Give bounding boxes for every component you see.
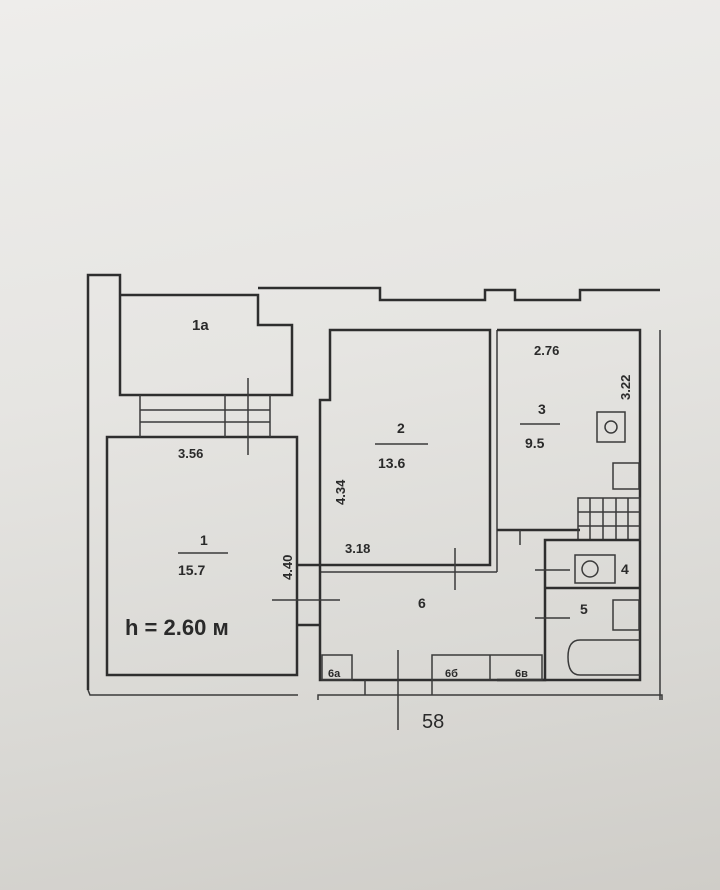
room-3-number: 3 [538,401,546,417]
room-2-width: 3.18 [345,541,370,556]
room-1-length: 4.40 [280,555,295,580]
kitchen-tiles [577,497,641,541]
room-1a-label: 1а [192,317,209,334]
room-6b-label: 6б [445,668,458,680]
room-6-label: 6 [418,595,426,611]
building-number: 58 [422,711,444,733]
room-1-width: 3.56 [178,446,203,461]
room-4-label: 4 [621,561,629,577]
room-1-number: 1 [200,532,208,548]
walls [86,273,663,730]
ceiling-height: h = 2.60 м [125,615,229,640]
room-6a-label: 6а [328,668,341,680]
room-labels: 1а 3.56 1 15.7 4.40 h = 2.60 м 2 13.6 4.… [125,317,633,733]
room-5-label: 5 [580,601,588,617]
room-2-area: 13.6 [378,455,405,471]
room-3-length: 3.22 [618,375,633,400]
room-1-area: 15.7 [178,562,205,578]
room-2-length: 4.34 [333,479,348,505]
room-3-area: 9.5 [525,435,545,451]
room-3-width: 2.76 [534,343,559,358]
room-2-number: 2 [397,420,405,436]
room-6v-label: 6в [515,668,528,680]
